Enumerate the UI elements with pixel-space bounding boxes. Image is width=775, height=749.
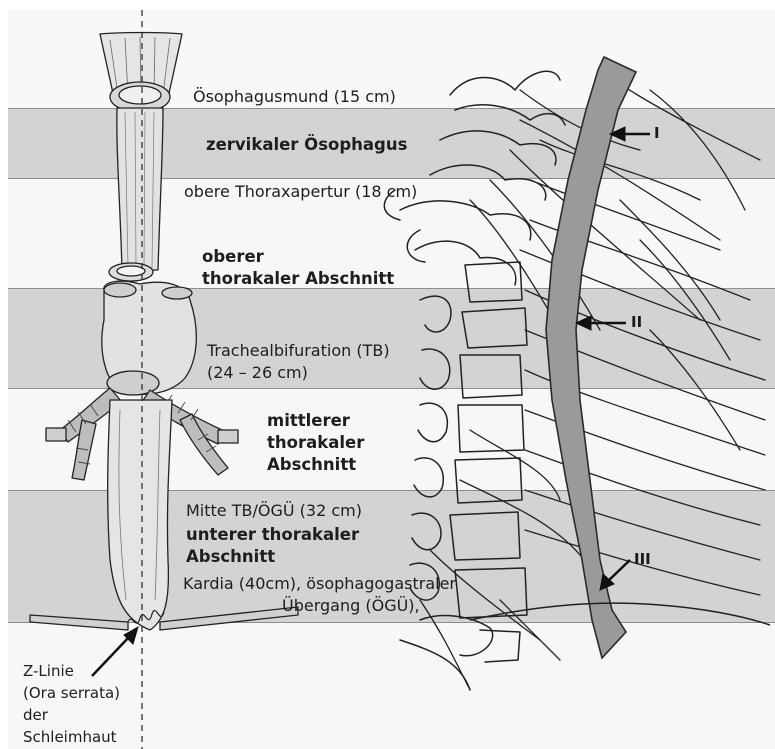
label-der: der: [23, 704, 48, 726]
arrow-III: [600, 560, 630, 590]
arrow-label-III: III: [634, 550, 651, 568]
label-mittlerer: mittlerer: [267, 410, 350, 432]
label-mittlerer-abschnitt: Abschnitt: [267, 454, 356, 476]
label-obere-thoraxapertur: obere Thoraxapertur (18 cm): [184, 181, 417, 203]
label-ora-serrata: (Ora serrata): [23, 682, 120, 704]
label-trachealbifuration-cm: (24 – 26 cm): [207, 362, 308, 384]
label-oberer: oberer: [202, 246, 264, 268]
label-kardia: Kardia (40cm), ösophagogastraler: [183, 573, 456, 595]
label-oesophagusmund: Ösophagusmund (15 cm): [193, 86, 396, 108]
arrow-II: [576, 316, 626, 330]
label-zervikaler-oesophagus: zervikaler Ösophagus: [206, 134, 407, 156]
label-z-linie: Z-Linie: [23, 660, 74, 682]
label-trachealbifuration: Trachealbifuration (TB): [207, 340, 390, 362]
label-unterer-thorakaler: unterer thorakaler: [186, 524, 359, 546]
label-schleimhaut: Schleimhaut: [23, 726, 117, 748]
label-mitte-tb-oegue: Mitte TB/ÖGÜ (32 cm): [186, 500, 362, 522]
label-unterer-abschnitt: Abschnitt: [186, 546, 275, 568]
label-oesophagogastraler-uebergang: Übergang (ÖGÜ),: [282, 595, 420, 617]
arrow-I: [610, 127, 650, 141]
label-mittlerer-thorakaler: thorakaler: [267, 432, 364, 454]
z-line-arrow: [92, 627, 138, 676]
arrow-label-II: II: [631, 313, 642, 331]
arrow-label-I: I: [654, 124, 660, 142]
label-oberer-thorakaler: thorakaler Abschnitt: [202, 268, 394, 290]
